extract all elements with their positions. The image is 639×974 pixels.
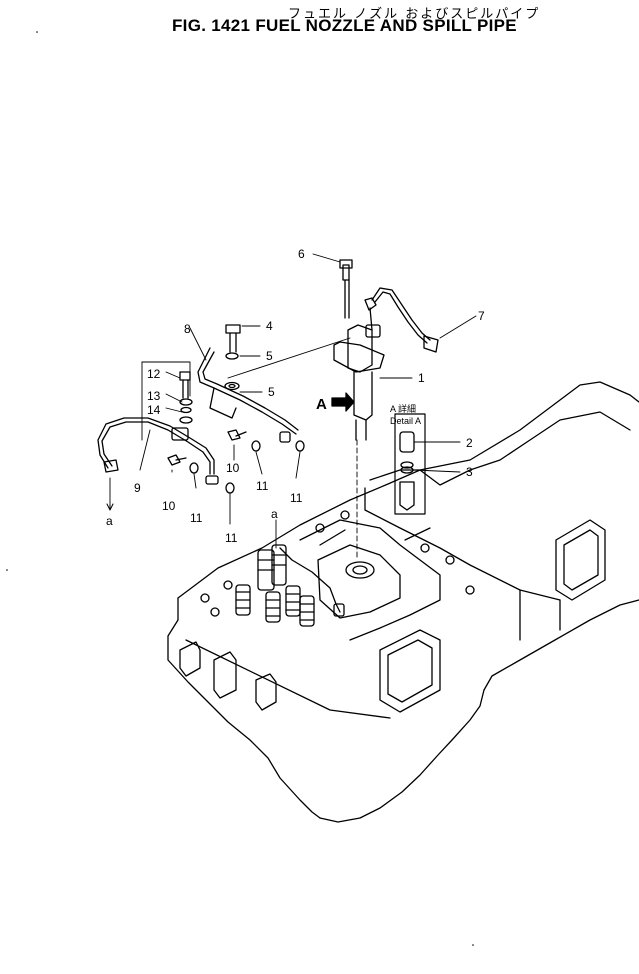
callout-5-lower: 5 bbox=[268, 385, 275, 399]
callout-2: 2 bbox=[466, 436, 473, 450]
callout-11-b: 11 bbox=[290, 491, 303, 505]
callout-12: 12 bbox=[147, 367, 161, 381]
callout-13: 13 bbox=[147, 389, 161, 403]
title-japanese: フュエル ノズル およびスピルパイプ bbox=[288, 7, 541, 22]
cylinder-head bbox=[167, 381, 639, 823]
figure-title: FIG. 1421 FUEL NOZZLE AND SPILL PIPE bbox=[172, 16, 517, 35]
nozzle-holder bbox=[333, 259, 385, 441]
callout-7: 7 bbox=[478, 309, 485, 323]
leader-lines bbox=[109, 253, 477, 561]
callout-view-a: A bbox=[316, 396, 327, 413]
callout-1: 1 bbox=[418, 371, 425, 385]
callout-a-top: a bbox=[271, 507, 278, 521]
callout-10-lower: 10 bbox=[162, 499, 176, 513]
callout-14: 14 bbox=[147, 403, 161, 417]
callout-6: 6 bbox=[298, 247, 305, 261]
callout-11-a: 11 bbox=[256, 479, 269, 493]
callout-3: 3 bbox=[466, 465, 473, 479]
callout-9: 9 bbox=[134, 481, 141, 495]
callout-5-upper: 5 bbox=[266, 349, 273, 363]
callout-4: 4 bbox=[266, 319, 273, 333]
detail-a-label-jp: A 詳細 bbox=[390, 403, 416, 414]
callout-8: 8 bbox=[184, 322, 191, 336]
callout-10-upper: 10 bbox=[226, 461, 240, 475]
injection-pipe-8 bbox=[197, 347, 299, 443]
spill-pipe bbox=[371, 287, 431, 341]
view-a-arrow bbox=[331, 392, 355, 412]
callout-11-c: 11 bbox=[190, 511, 203, 525]
valve-springs bbox=[235, 544, 345, 627]
detail-a-label-en: Detail A bbox=[390, 416, 421, 426]
fasteners bbox=[167, 324, 305, 494]
spill-pipe-fitting bbox=[423, 335, 439, 353]
callout-11-d: 11 bbox=[225, 531, 238, 545]
injection-pipe-9 bbox=[97, 417, 219, 485]
detail-a-box bbox=[394, 413, 426, 515]
callout-a-left: a bbox=[106, 514, 113, 528]
